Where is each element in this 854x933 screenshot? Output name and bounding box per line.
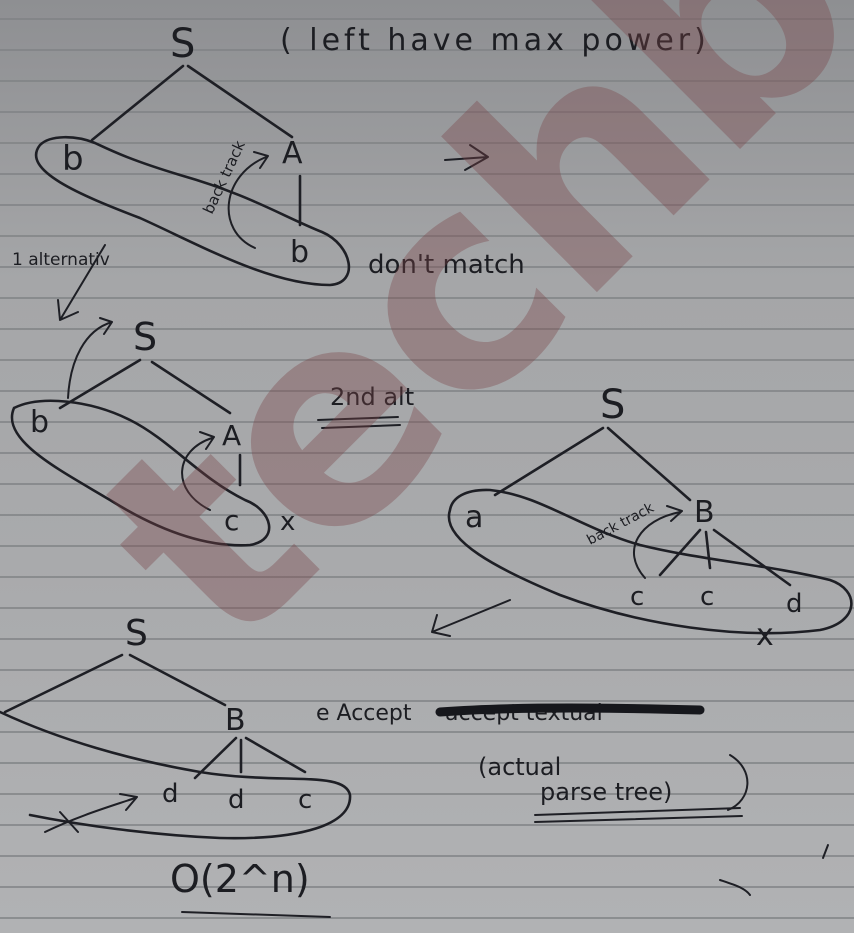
tree4-loop xyxy=(0,710,352,840)
second-alt-underline xyxy=(317,416,401,429)
tree3-backtrack-arrow xyxy=(633,505,683,579)
tree3-fail-mark: x xyxy=(756,618,774,653)
ruled-line xyxy=(0,18,854,20)
ruled-line xyxy=(0,669,854,671)
ruled-line xyxy=(0,700,854,702)
ruled-line xyxy=(0,576,854,578)
tree4-root: S xyxy=(125,613,148,654)
ruled-line xyxy=(0,328,854,330)
tree1-backtrack-head xyxy=(253,151,269,169)
ruled-line xyxy=(0,855,854,857)
tree3-right-node: B xyxy=(694,495,715,530)
tree3-edge-d xyxy=(712,528,792,587)
tree3-child-c2: c xyxy=(700,582,714,612)
tree2-fail-mark: x xyxy=(280,507,295,537)
complexity-underline xyxy=(181,911,331,918)
ruled-line xyxy=(0,607,854,609)
tree1-arrow-right xyxy=(444,144,489,171)
ruled-line xyxy=(0,49,854,51)
ruled-line xyxy=(0,483,854,485)
tree3-root: S xyxy=(600,382,625,428)
tree2-edge-left xyxy=(58,358,142,410)
tree3-edge-right xyxy=(606,426,692,502)
tree4-edge-right xyxy=(128,653,227,707)
tree4-child-d1: d xyxy=(162,779,179,809)
ruled-line xyxy=(0,452,854,454)
actual-tree-label-2: parse tree) xyxy=(540,778,672,806)
tree4-edge-left xyxy=(3,653,124,714)
ruled-line xyxy=(0,204,854,206)
ruled-line xyxy=(0,762,854,764)
tree3-loop xyxy=(447,488,853,635)
ruled-line xyxy=(0,359,854,361)
actual-tree-bracket xyxy=(727,754,749,811)
tree2-left-node: b xyxy=(30,405,49,440)
tree1-backtrack-arrow xyxy=(227,156,267,249)
tree1-left-node: b xyxy=(62,139,84,179)
ruled-line xyxy=(0,824,854,826)
tree3-arrow-down xyxy=(431,599,511,637)
tree3-edge-left xyxy=(493,426,605,497)
ruled-line xyxy=(0,173,854,175)
alternative-arrow xyxy=(57,244,106,321)
tree4-child-c: c xyxy=(298,785,312,815)
alternative-label: 1 alternativ xyxy=(12,250,110,270)
header-note: ( left have max power) xyxy=(280,23,710,58)
actual-tree-underline xyxy=(534,807,743,823)
ruled-line xyxy=(0,421,854,423)
ruled-line xyxy=(0,390,854,392)
stray-mark-1 xyxy=(822,844,829,859)
ruled-line xyxy=(0,545,854,547)
tree2-child-node: c xyxy=(224,504,239,537)
tree1-loop xyxy=(34,135,351,287)
ruled-line xyxy=(0,886,854,888)
ruled-line xyxy=(0,917,854,919)
tree4-right-node: B xyxy=(225,703,246,738)
ruled-line xyxy=(0,793,854,795)
complexity-label: O(2^n) xyxy=(170,857,310,901)
tree1-right-node: A xyxy=(282,136,303,171)
actual-tree-label-1: (actual xyxy=(478,753,561,781)
tree2-root: S xyxy=(133,315,157,359)
ruled-line xyxy=(0,638,854,640)
tree2-loop xyxy=(10,399,271,547)
backtrack-label-a: back track xyxy=(199,138,249,217)
ruled-line xyxy=(0,297,854,299)
ruled-line xyxy=(0,111,854,113)
tree2-right-node: A xyxy=(222,419,241,452)
tree4-child-d2: d xyxy=(228,785,245,815)
ruled-line xyxy=(0,514,854,516)
second-alt-label: 2nd alt xyxy=(330,383,414,411)
tree4-backtrack-arrow xyxy=(44,793,138,833)
dont-match-label: don't match xyxy=(368,250,525,280)
ruled-line xyxy=(0,80,854,82)
ruled-line xyxy=(0,731,854,733)
strike-scribble xyxy=(435,703,705,717)
accept-label: e Accept xyxy=(316,701,412,726)
ruled-line xyxy=(0,235,854,237)
tree2-backtrack-arrow xyxy=(181,431,215,511)
stray-mark-2 xyxy=(719,879,751,896)
tree1-root: S xyxy=(170,21,195,67)
ruled-line xyxy=(0,266,854,268)
tree1-edge-left xyxy=(90,64,185,142)
backtrack-label-b: back track xyxy=(584,500,657,549)
tree3-child-d: d xyxy=(786,589,803,619)
tree3-left-node: a xyxy=(465,500,483,535)
tree1-child-node: b xyxy=(290,235,309,270)
tree2-backtrack-top xyxy=(67,317,113,399)
tree3-child-c1: c xyxy=(630,582,644,612)
tree4-edge-c xyxy=(244,736,307,774)
tree1-edge-right xyxy=(186,64,294,139)
tree3-edge-c2 xyxy=(704,530,712,570)
tree2-edge-right xyxy=(150,360,232,415)
ruled-line xyxy=(0,142,854,144)
